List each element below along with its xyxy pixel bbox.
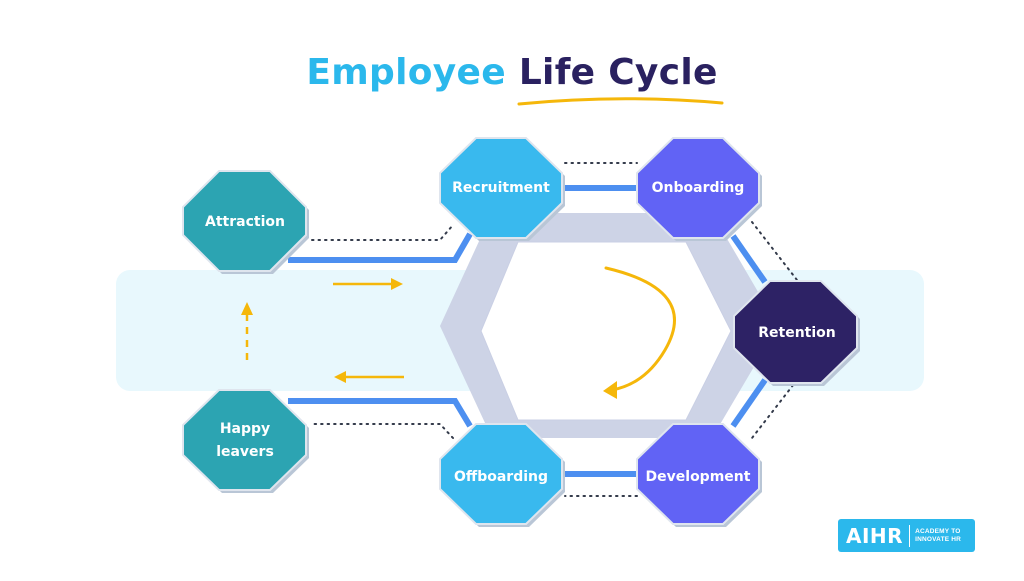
node-recruitment-label: Recruitment: [452, 180, 550, 196]
page-title: Employee Life Cycle: [0, 52, 1024, 93]
cycle-arrow-head: [603, 381, 617, 399]
node-offboarding: Offboarding: [439, 423, 565, 527]
node-attraction: Attraction: [182, 170, 309, 274]
node-happy-leavers-label-line1: Happy: [220, 421, 270, 437]
title-part-employee: Employee: [306, 52, 506, 93]
logo-divider: [909, 524, 911, 547]
logo-mark: AIHR: [846, 523, 904, 548]
arrow-right-head: [391, 278, 403, 290]
line-offboarding-happy-leavers: [288, 398, 473, 428]
node-retention: Retention: [733, 280, 860, 386]
arrow-up-head: [241, 302, 253, 315]
dotted-connectors: [311, 162, 798, 497]
node-development: Development: [636, 423, 762, 527]
flow-arrows: [241, 278, 404, 383]
aihr-logo: AIHR ACADEMY TO INNOVATE HR: [838, 519, 975, 552]
title-part-life-cycle: Life Cycle: [518, 52, 718, 93]
center-hexagon: [480, 241, 732, 421]
logo-tagline-line2: INNOVATE HR: [915, 535, 962, 543]
node-attraction-label: Attraction: [205, 214, 285, 230]
node-happy-leavers: Happy leavers: [182, 389, 309, 493]
node-happy-leavers-label-line2: leavers: [216, 444, 274, 460]
node-onboarding-label: Onboarding: [652, 180, 745, 196]
dotted-retention-development: [751, 379, 798, 439]
logo-tagline: ACADEMY TO INNOVATE HR: [915, 528, 961, 544]
arrow-left-head: [334, 371, 346, 383]
line-onboarding-retention: [730, 234, 768, 284]
logo-tagline-line1: ACADEMY TO: [915, 527, 961, 535]
dotted-onboarding-retention: [751, 221, 798, 281]
node-onboarding: Onboarding: [636, 137, 762, 241]
line-retention-development: [730, 378, 768, 428]
node-retention-label: Retention: [758, 325, 836, 341]
solid-connectors: [288, 185, 768, 477]
dotted-offboarding-happy-leavers: [311, 423, 454, 439]
node-offboarding-label: Offboarding: [454, 469, 548, 485]
title-underline: [517, 97, 724, 106]
dotted-attraction-recruitment: [311, 224, 454, 241]
cycle-arrow: [604, 266, 676, 392]
line-attraction-recruitment: [288, 232, 473, 263]
node-recruitment: Recruitment: [439, 137, 565, 241]
node-development-label: Development: [646, 469, 751, 485]
